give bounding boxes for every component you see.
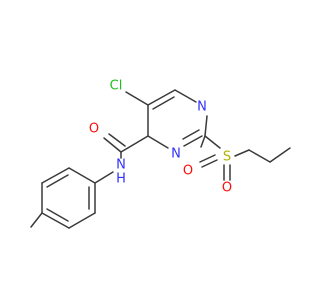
- atom-n-ring-bottom: N: [171, 147, 181, 162]
- bond-tol-5-inner: [46, 174, 69, 188]
- bond-methyl: [30, 212, 43, 228]
- bond-layer: [30, 89, 291, 229]
- bond-tol-5: [41, 167, 70, 184]
- bond-tol-2: [68, 212, 96, 229]
- atom-o-sulfonyl-right: O: [222, 181, 232, 196]
- atom-h-amide: H: [116, 172, 126, 187]
- bond-n1-c2: [204, 115, 208, 137]
- bond-c2-s: [200, 135, 206, 148]
- bond-n3-c4: [147, 135, 169, 149]
- bond-s-o-left-2: [201, 159, 218, 168]
- bond-c5-cl: [125, 91, 149, 106]
- bond-tol-3: [41, 212, 70, 229]
- bond-c2-s-b: [204, 135, 221, 149]
- atom-n-ring-top: N: [197, 100, 207, 115]
- bond-c4-c-carbonyl: [120, 135, 149, 153]
- bond-n-aryl: [94, 171, 114, 184]
- bond-s-propyl: [234, 149, 250, 157]
- bond-c2-n3: [183, 135, 203, 147]
- atom-o-sulfonyl-left: O: [183, 164, 193, 179]
- atom-cl: Cl: [110, 79, 123, 94]
- bond-c-o-1: [103, 137, 122, 153]
- atom-n-amide: N: [116, 158, 126, 173]
- bond-c6-n1: [174, 89, 197, 103]
- bond-c-o-2: [108, 133, 126, 147]
- bond-c2-n3-inner: [182, 129, 200, 140]
- bond-c5-c6: [147, 89, 176, 106]
- bond-propyl-1: [248, 149, 271, 163]
- bond-tol-3-inner: [46, 208, 69, 222]
- atom-s-sulfonyl: S: [223, 150, 231, 165]
- bond-tol-6: [68, 167, 96, 184]
- bond-s-o-left-1: [199, 154, 216, 163]
- bond-c5-c6-inner: [152, 96, 175, 110]
- bond-propyl-2: [269, 147, 291, 163]
- atom-o-amide: O: [89, 122, 99, 137]
- atom-label-layer: Cl N N O N H S O O: [89, 79, 232, 196]
- molecule-structure: Cl N N O N H S O O: [30, 79, 291, 229]
